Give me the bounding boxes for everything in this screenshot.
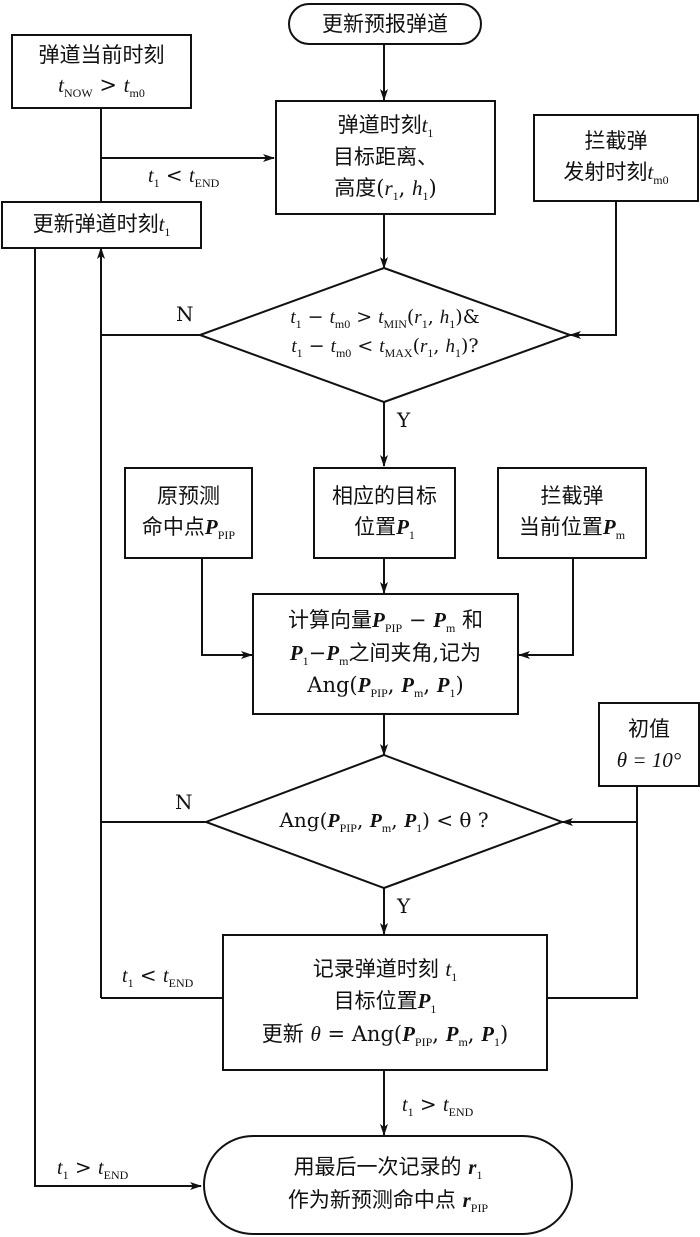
start-label: 更新预报弹道 xyxy=(322,11,448,36)
arrow-interceptor-to-compute xyxy=(518,558,574,659)
start-terminal: 更新预报弹道 xyxy=(288,3,482,45)
compute-angle-box: 计算向量PPIP − Pm 和 P1−Pm之间夹角,记为 Ang(PPIP, P… xyxy=(252,593,519,715)
cond-label-update-exit: t1 > tEND xyxy=(57,1155,129,1182)
compute-line1: 计算向量PPIP − Pm 和 xyxy=(288,608,483,636)
cond-label-record-exit: t1 > tEND xyxy=(402,1092,474,1119)
record-line1: 记录弹道时刻 t1 xyxy=(312,956,458,984)
current-time-condition: tNOW > tm0 xyxy=(58,73,145,101)
orig-pip-line2: 命中点PPIP xyxy=(141,514,236,543)
orig-pip-box: 原预测 命中点PPIP xyxy=(124,467,253,559)
launch-time-box: 拦截弹 发射时刻tm0 xyxy=(533,114,699,202)
interceptor-pos-box: 拦截弹 当前位置Pm xyxy=(497,467,647,559)
target-pos-line2: 位置P1 xyxy=(354,514,415,543)
target-pos-box: 相应的目标 位置P1 xyxy=(313,467,456,559)
arrow-theta-to-decision2 xyxy=(561,786,638,826)
compute-line3: Ang(PPIP, Pm, P1) xyxy=(307,673,464,701)
end-terminal: 用最后一次记录的 r1 作为新预测命中点 rPIP xyxy=(203,1135,573,1235)
decision2-yes-label: Y xyxy=(397,894,411,918)
trajectory-line1: 弹道时刻t1 xyxy=(337,112,434,140)
current-time-title: 弹道当前时刻 xyxy=(38,42,165,67)
decision2-no-label: N xyxy=(175,790,193,814)
record-box: 记录弹道时刻 t1 目标位置P1 更新 θ = Ang(PPIP, Pm, P1… xyxy=(222,934,548,1071)
launch-line1: 拦截弹 xyxy=(584,129,648,154)
current-time-box: 弹道当前时刻 tNOW > tm0 xyxy=(11,34,192,109)
decision1-diamond xyxy=(197,266,573,404)
initial-theta-line1: 初值 xyxy=(628,717,670,742)
decision2-diamond xyxy=(203,753,565,890)
orig-pip-line1: 原预测 xyxy=(157,484,220,509)
cond-label-loop: t1 < tEND xyxy=(122,963,194,990)
record-line3: 更新 θ = Ang(PPIP, Pm, P1) xyxy=(261,1021,509,1049)
compute-line2: P1−Pm之间夹角,记为 xyxy=(289,640,482,668)
decision1-text: t1 − tm0 > tMIN(r1, h1)& t1 − tm0 < tMAX… xyxy=(290,306,480,360)
trajectory-line2: 目标距离、 xyxy=(333,145,438,170)
decision2-text: Ang(PPIP, Pm, P1) < θ ? xyxy=(279,808,489,835)
record-line2: 目标位置P1 xyxy=(333,989,437,1017)
launch-line2: 发射时刻tm0 xyxy=(563,159,669,188)
trajectory-line3: 高度(r1, h1) xyxy=(334,175,437,203)
interceptor-line1: 拦截弹 xyxy=(540,484,604,509)
cond-label-top: t1 < tEND xyxy=(148,163,220,190)
update-time-label: 更新弹道时刻t1 xyxy=(32,211,171,239)
arrow-pip-to-compute xyxy=(201,558,253,659)
update-time-box: 更新弹道时刻t1 xyxy=(1,201,202,249)
initial-theta-line2: θ = 10° xyxy=(616,747,682,772)
end-line1: 用最后一次记录的 r1 xyxy=(293,1155,483,1183)
end-line2: 作为新预测命中点 rPIP xyxy=(287,1188,489,1216)
arrow-update-to-end xyxy=(34,248,202,1190)
interceptor-line2: 当前位置Pm xyxy=(518,514,626,543)
line-record-right xyxy=(548,822,638,999)
decision1-yes-label: Y xyxy=(397,408,411,432)
target-pos-line1: 相应的目标 xyxy=(332,484,437,509)
initial-theta-box: 初值 θ = 10° xyxy=(598,702,700,787)
trajectory-box: 弹道时刻t1 目标距离、 高度(r1, h1) xyxy=(275,100,496,215)
arrow-launch-to-decision1 xyxy=(569,201,617,339)
decision1-no-label: N xyxy=(176,302,194,326)
